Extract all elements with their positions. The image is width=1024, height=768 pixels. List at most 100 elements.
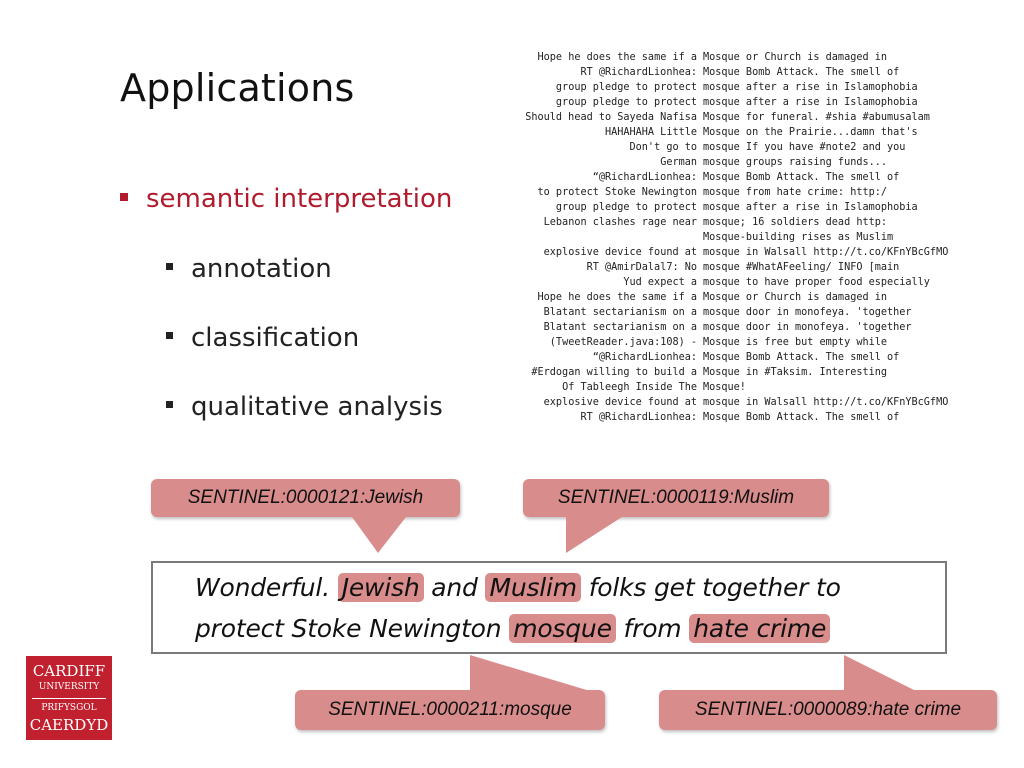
callout-hate-crime-pointer (844, 655, 916, 691)
tweet-left-context: Should head to Sayeda Nafisa (525, 112, 697, 123)
tweet-line: Of Tableegh Inside The Mosque! (480, 380, 1010, 395)
tweet-left-context: Hope he does the same if a (537, 52, 697, 63)
tweet-left-context: group pledge to protect (555, 82, 697, 93)
cardiff-university-logo: CARDIFF UNIVERSITY PRIFYSGOL CAERDYD (26, 656, 112, 740)
tweet-line: Should head to Sayeda Nafisa Mosque for f… (480, 110, 1010, 125)
tweet-right-context: mosque groups raising funds... (703, 157, 888, 168)
tweet-left-context: Lebanon clashes rage near (543, 217, 697, 228)
tweet-left-context: RT @RichardLionhea: (580, 412, 697, 423)
square-bullet-icon (120, 192, 128, 201)
callout-jewish: SENTINEL:0000121:Jewish (151, 479, 460, 517)
tweet-line: RT @RichardLionhea: Mosque Bomb Attack. T… (480, 410, 1010, 425)
logo-text: UNIVERSITY (38, 682, 100, 692)
tweet-left-context: Hope he does the same if a (537, 292, 697, 303)
tweet-right-context: Mosque in #Taksim. Interesting (703, 367, 888, 378)
tweet-line: explosive device found at mosque in Walsa… (480, 395, 1010, 410)
tweet-right-context: Mosque for funeral. #shia #abumusalam (703, 112, 930, 123)
callout-muslim-pointer (566, 517, 622, 553)
tweet-left-context: group pledge to protect (555, 97, 697, 108)
tweet-left-context: Blatant sectarianism on a (543, 307, 697, 318)
tweet-left-context: “@RichardLionhea: (592, 352, 697, 363)
logo-text: CAERDYD (29, 716, 109, 734)
bullet-label: annotation (191, 254, 332, 284)
bullet-label: classification (191, 323, 360, 353)
annotated-sentence-box: Wonderful. Jewish and Muslim folks get t… (151, 561, 947, 654)
tweet-line: “@RichardLionhea: Mosque Bomb Attack. The… (480, 170, 1010, 185)
tweet-line: HAHAHAHA Little Mosque on the Prairie...d… (480, 125, 1010, 140)
callout-mosque-pointer (470, 655, 590, 691)
logo-text: PRIFYSGOL (41, 703, 97, 713)
tweet-left-context (480, 230, 697, 245)
tweet-left-context: Of Tableegh Inside The (562, 382, 697, 393)
tweet-right-context: mosque from hate crime: http:/ (703, 187, 888, 198)
callout-jewish-pointer (352, 517, 406, 553)
tweet-left-context: explosive device found at (543, 247, 697, 258)
sentence-line-2: protect Stoke Newington mosque from hate… (195, 614, 831, 643)
sentence-text: protect Stoke Newington (195, 614, 502, 643)
tweet-right-context: mosque in Walsall http://t.co/KFnYBcGfMO (703, 397, 949, 408)
tweet-left-context: Blatant sectarianism on a (543, 322, 697, 333)
tweet-left-context: Yud expect a (623, 277, 697, 288)
bullet-classification: classification (166, 323, 359, 353)
tweet-right-context: Mosque! (703, 382, 746, 393)
tweet-line: Mosque-building rises as Muslim (480, 230, 1010, 245)
tweet-right-context: Mosque Bomb Attack. The smell of (703, 412, 900, 423)
tweet-line: group pledge to protect mosque after a ri… (480, 95, 1010, 110)
tweet-right-context: Mosque Bomb Attack. The smell of (703, 352, 900, 363)
bullet-annotation: annotation (166, 254, 332, 284)
tweet-right-context: Mosque or Church is damaged in (703, 292, 888, 303)
tweet-left-context: Don't go to (629, 142, 697, 153)
tweet-left-context: German (660, 157, 697, 168)
tweet-left-context: (TweetReader.java:108) - (549, 337, 697, 348)
square-bullet-icon (166, 401, 173, 408)
logo-divider (32, 698, 106, 699)
tweet-concordance: Hope he does the same if a Mosque or Chur… (480, 50, 1010, 425)
tweet-left-context: HAHAHAHA Little (604, 127, 697, 138)
tweet-line: Don't go to mosque If you have #note2 and… (480, 140, 1010, 155)
tweet-right-context: mosque door in monofeya. 'together (703, 307, 912, 318)
tweet-right-context: mosque after a rise in Islamophobia (703, 97, 918, 108)
tweet-line: (TweetReader.java:108) - Mosque is free b… (480, 335, 1010, 350)
callout-hate-crime: SENTINEL:0000089:hate crime (659, 690, 997, 730)
sentence-text: from (623, 614, 682, 643)
tweet-line: Lebanon clashes rage near mosque; 16 sold… (480, 215, 1010, 230)
tweet-line: German mosque groups raising funds... (480, 155, 1010, 170)
tweet-right-context: mosque to have proper food especially (703, 277, 930, 288)
tweet-right-context: Mosque on the Prairie...damn that's (703, 127, 918, 138)
slide-title: Applications (120, 66, 355, 110)
tweet-right-context: mosque; 16 soldiers dead http: (703, 217, 888, 228)
tweet-right-context: mosque after a rise in Islamophobia (703, 202, 918, 213)
logo-text: CARDIFF (32, 662, 106, 680)
bullet-label: qualitative analysis (191, 392, 443, 422)
tweet-right-context: mosque If you have #note2 and you (703, 142, 906, 153)
tweet-line: Hope he does the same if a Mosque or Chur… (480, 290, 1010, 305)
tweet-line: Blatant sectarianism on a mosque door in … (480, 320, 1010, 335)
highlight-hate-crime: hate crime (689, 614, 831, 643)
tweet-right-context: mosque door in monofeya. 'together (703, 322, 912, 333)
tweet-right-context: mosque after a rise in Islamophobia (703, 82, 918, 93)
highlight-muslim: Muslim (485, 573, 581, 602)
tweet-line: Yud expect a mosque to have proper food e… (480, 275, 1010, 290)
tweet-right-context: Mosque or Church is damaged in (703, 52, 888, 63)
tweet-line: Hope he does the same if a Mosque or Chur… (480, 50, 1010, 65)
tweet-left-context: #Erdogan willing to build a (531, 367, 697, 378)
tweet-left-context: explosive device found at (543, 397, 697, 408)
tweet-right-context: Mosque is free but empty while (703, 337, 888, 348)
tweet-right-context: Mosque Bomb Attack. The smell of (703, 67, 900, 78)
tweet-line: explosive device found at mosque in Walsa… (480, 245, 1010, 260)
tweet-line: “@RichardLionhea: Mosque Bomb Attack. The… (480, 350, 1010, 365)
tweet-line: #Erdogan willing to build a Mosque in #Ta… (480, 365, 1010, 380)
tweet-right-context: mosque #WhatAFeeling/ INFO [main (703, 262, 900, 273)
callout-mosque: SENTINEL:0000211:mosque (295, 690, 605, 730)
highlight-mosque: mosque (509, 614, 616, 643)
tweet-line: group pledge to protect mosque after a ri… (480, 80, 1010, 95)
bullet-semantic-interpretation: semantic interpretation (120, 184, 452, 214)
sentence-text: Wonderful. (195, 573, 330, 602)
tweet-right-context: Mosque Bomb Attack. The smell of (703, 172, 900, 183)
sentence-text: and (431, 573, 478, 602)
tweet-right-context: mosque in Walsall http://t.co/KFnYBcGfMO (703, 247, 949, 258)
tweet-left-context: “@RichardLionhea: (592, 172, 697, 183)
